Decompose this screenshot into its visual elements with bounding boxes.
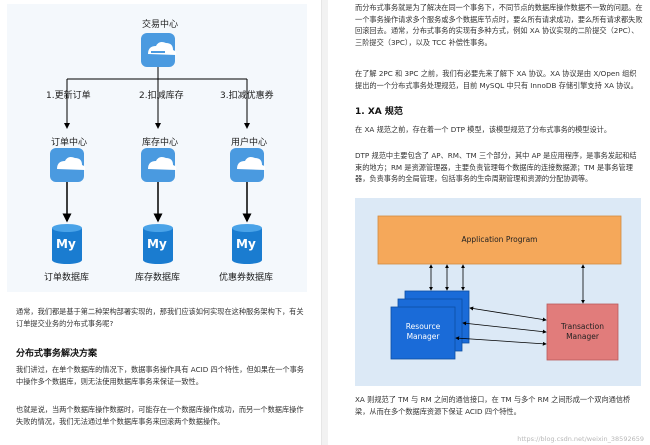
architecture-diagram: 交易中心 1.更新订单 2.扣减库存 3.扣减优惠券 订单中心 库存中心 用户中… bbox=[7, 4, 307, 292]
db-label-inventory: 库存数据库 bbox=[135, 273, 181, 283]
architecture-diagram-graphics bbox=[50, 33, 266, 264]
right-paragraph-1: 而分布式事务就是为了解决在同一个事务下，不同节点的数据库操作数据不一致的问题。在… bbox=[355, 3, 643, 47]
transaction-manager-label: Transaction Manager bbox=[561, 322, 604, 341]
mysql-logo-2: My bbox=[147, 237, 167, 251]
right-paragraph-5: XA 则规范了 TM 与 RM 之间的通信接口，在 TM 与多个 RM 之间形成… bbox=[355, 395, 631, 416]
right-paragraph-4: DTP 规范中主要包含了 AP、RM、TM 三个部分，其中 AP 是应用程序，是… bbox=[355, 151, 637, 184]
user-service-cloud-icon bbox=[230, 148, 266, 182]
inventory-db-icon bbox=[143, 224, 173, 264]
resource-manager-label: Resource Manager bbox=[405, 322, 441, 341]
application-program-box bbox=[377, 215, 622, 265]
right-paragraph-3: 在 XA 规范之前，存在着一个 DTP 模型，该模型规范了分布式事务的模型设计。 bbox=[355, 125, 612, 134]
service-label-inventory: 库存中心 bbox=[142, 138, 179, 148]
application-program-label: Application Program bbox=[461, 235, 538, 244]
left-paragraph-3: 也就是说，当两个数据库操作数据时，可能存在一个数据库操作成功，而另一个数据库操作… bbox=[16, 405, 304, 426]
order-service-cloud-icon bbox=[50, 148, 86, 182]
left-page: 交易中心 1.更新订单 2.扣减库存 3.扣减优惠券 订单中心 库存中心 用户中… bbox=[0, 0, 322, 445]
cloud-server-icon bbox=[141, 33, 177, 67]
watermark: https://blog.csdn.net/weixin_38592659 bbox=[517, 435, 644, 443]
left-heading: 分布式事务解决方案 bbox=[16, 349, 98, 359]
transaction-manager-box bbox=[546, 303, 619, 361]
inventory-service-cloud-icon bbox=[141, 148, 177, 182]
service-label-order: 订单中心 bbox=[51, 138, 88, 148]
edge-label-update-order: 1.更新订单 bbox=[46, 91, 91, 101]
resource-manager-box bbox=[390, 306, 456, 360]
page-gutter bbox=[322, 0, 328, 445]
mysql-logo-3: My bbox=[236, 237, 256, 251]
xa-dtp-diagram: Application Program Resource Manager Tra… bbox=[355, 198, 641, 386]
order-db-icon bbox=[52, 224, 82, 264]
left-paragraph-1: 通常，我们都是基于第二种架构部署实现的，那我们应该如何实现在这种服务架构下，有关… bbox=[16, 307, 304, 328]
mysql-logo-1: My bbox=[56, 237, 76, 251]
edge-label-reduce-stock: 2.扣减库存 bbox=[139, 91, 184, 101]
coupon-db-icon bbox=[232, 224, 262, 264]
right-paragraph-2: 在了解 2PC 和 3PC 之前，我们有必要先来了解下 XA 协议。XA 协议是… bbox=[355, 69, 638, 90]
service-label-user: 用户中心 bbox=[231, 138, 268, 148]
db-label-order: 订单数据库 bbox=[44, 273, 90, 283]
db-label-coupon: 优惠券数据库 bbox=[219, 273, 274, 283]
right-heading-xa: 1. XA 规范 bbox=[355, 107, 403, 117]
right-page: 而分布式事务就是为了解决在同一个事务下，不同节点的数据库操作数据不一致的问题。在… bbox=[328, 0, 650, 445]
top-node-label: 交易中心 bbox=[142, 20, 179, 30]
edge-label-reduce-coupon: 3.扣减优惠券 bbox=[220, 91, 274, 101]
xa-dtp-graphics bbox=[377, 215, 622, 361]
left-paragraph-2: 我们讲过，在单个数据库的情况下，数据事务操作具有 ACID 四个特性，但如果在一… bbox=[16, 365, 304, 386]
